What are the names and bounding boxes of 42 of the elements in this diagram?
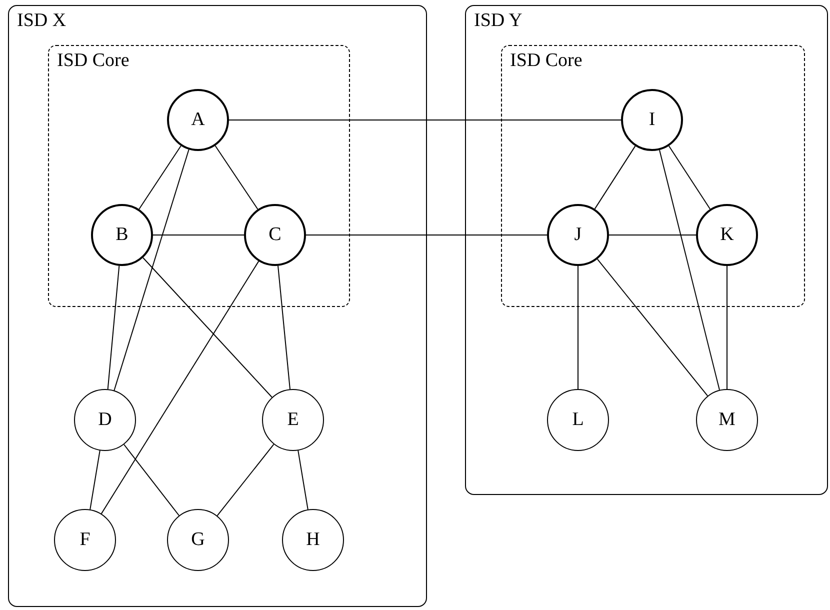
core-group-box bbox=[48, 45, 350, 307]
node-label: C bbox=[268, 224, 282, 246]
connector-line bbox=[306, 234, 548, 236]
connector-line bbox=[152, 234, 244, 236]
connector-line bbox=[100, 260, 260, 514]
connector-line bbox=[142, 257, 272, 398]
group-title: ISD Core bbox=[510, 50, 582, 72]
connector-line bbox=[214, 145, 258, 210]
connector-line bbox=[124, 444, 180, 516]
connector-line bbox=[278, 265, 290, 390]
node-circle bbox=[262, 389, 324, 451]
node-label: M bbox=[718, 409, 736, 431]
connector-line bbox=[596, 258, 708, 396]
node-label: J bbox=[574, 224, 582, 246]
group-title: ISD Y bbox=[474, 10, 522, 32]
node-label: K bbox=[720, 224, 734, 246]
domain-box bbox=[465, 5, 828, 495]
connector-line bbox=[114, 149, 190, 391]
connector-line bbox=[608, 234, 696, 236]
node-label: L bbox=[572, 409, 584, 431]
connector-line bbox=[138, 145, 182, 210]
group-title: ISD Core bbox=[57, 50, 130, 72]
group-title: ISD X bbox=[17, 10, 66, 32]
node-label: B bbox=[116, 224, 128, 246]
connector-line bbox=[216, 444, 274, 516]
connector-line bbox=[726, 266, 728, 390]
connector-line bbox=[107, 265, 120, 390]
core-group-box bbox=[501, 45, 805, 307]
connector-line bbox=[90, 450, 100, 510]
connector-line bbox=[298, 450, 308, 510]
node-label: A bbox=[191, 109, 205, 131]
connector-line bbox=[668, 145, 711, 210]
node-label: G bbox=[191, 529, 205, 551]
node-label: H bbox=[306, 529, 320, 551]
node-circle bbox=[91, 204, 153, 266]
connector-line bbox=[659, 150, 720, 390]
connector-line bbox=[594, 146, 636, 210]
node-label: I bbox=[648, 109, 656, 131]
node-label: F bbox=[80, 529, 90, 551]
node-label: E bbox=[287, 409, 299, 431]
domain-box bbox=[8, 5, 427, 607]
node-label: D bbox=[98, 409, 112, 431]
